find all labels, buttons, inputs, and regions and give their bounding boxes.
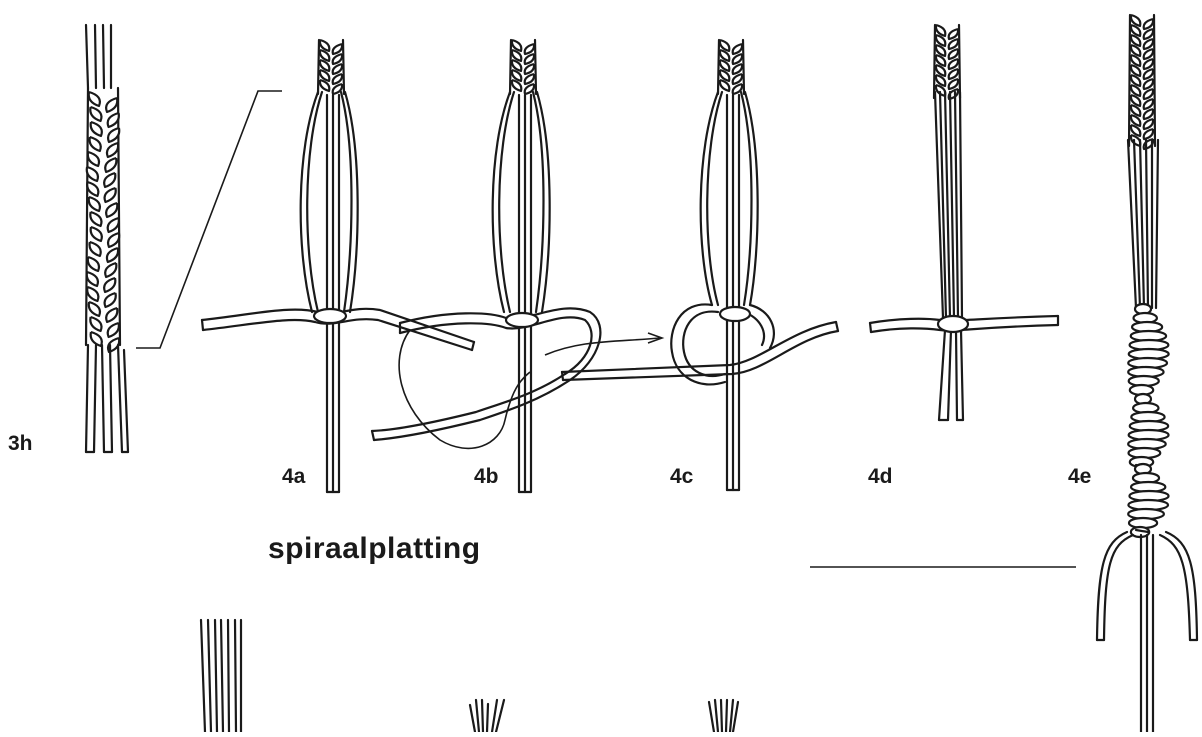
figure-label-4a: 4a [282, 465, 305, 489]
figure-label-4c: 4c [670, 465, 693, 489]
figure-4b-knot-step [372, 40, 662, 492]
figure-label-3h: 3h [8, 432, 33, 456]
figure-4e-spiral [1097, 15, 1197, 732]
figure-label-4e: 4e [1068, 465, 1091, 489]
figure-4c-knot-step [562, 40, 838, 490]
figure-label-4d: 4d [868, 465, 893, 489]
figure-4a-knot-step [202, 40, 474, 492]
zoom-connector-line [136, 91, 282, 348]
figure-label-4b: 4b [474, 465, 499, 489]
bottom-partial-figures [201, 620, 738, 732]
figure-4d-knot-step [870, 25, 1058, 420]
diagram-caption: spiraalplatting [268, 532, 481, 566]
figure-3h-braid [86, 25, 128, 452]
